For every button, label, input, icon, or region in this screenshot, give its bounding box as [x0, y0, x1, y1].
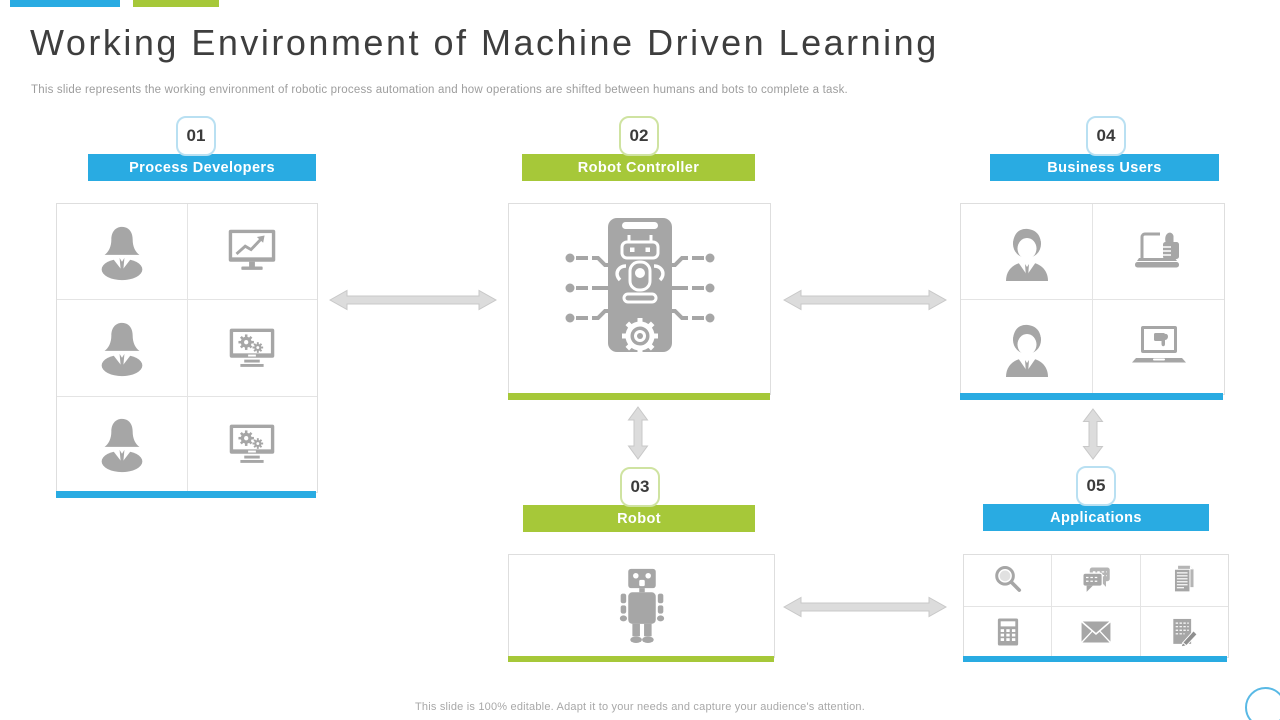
mail-envelope-icon — [1075, 611, 1117, 653]
notes-edit-icon — [1165, 613, 1203, 651]
corner-circle-decoration — [1245, 687, 1280, 720]
monitor-trend-chart-icon — [221, 221, 283, 283]
robot-underline — [508, 656, 774, 662]
grid-cell — [1140, 606, 1228, 657]
badge-02: 02 — [619, 116, 659, 156]
grid-cell — [964, 555, 1052, 606]
label-applications-text: Applications — [1050, 509, 1142, 526]
grid-cell — [57, 396, 187, 492]
label-applications: Applications — [983, 504, 1209, 531]
badge-05-number: 05 — [1086, 476, 1106, 495]
label-robot: Robot — [523, 505, 755, 532]
page-title: Working Environment of Machine Driven Le… — [30, 22, 939, 63]
grid-cell — [187, 396, 317, 492]
page-subtitle: This slide represents the working enviro… — [31, 84, 848, 96]
badge-04: 04 — [1086, 116, 1126, 156]
label-business-users-text: Business Users — [1047, 159, 1162, 176]
grid-cell — [57, 300, 187, 396]
grid-cell — [187, 204, 317, 300]
badge-05: 05 — [1076, 466, 1116, 506]
arrow-business-users-applications — [1081, 408, 1105, 460]
badge-03-number: 03 — [630, 477, 650, 496]
businesswoman-icon — [91, 221, 153, 283]
grid-cell — [1093, 299, 1224, 394]
grid-cell — [964, 606, 1052, 657]
grid-cell — [1052, 606, 1140, 657]
label-process-developers: Process Developers — [88, 154, 316, 181]
calculator-icon — [990, 614, 1026, 650]
laptop-thumbs-up-icon — [1126, 218, 1192, 284]
businesswoman-icon — [91, 317, 153, 379]
businessman-icon — [995, 315, 1059, 379]
grid-cell — [187, 300, 317, 396]
laptop-thumbs-down-icon — [1126, 314, 1192, 380]
badge-04-number: 04 — [1096, 126, 1116, 145]
arrow-robot-controller-business-users — [783, 288, 947, 312]
grid-cell — [57, 204, 187, 300]
grid-cell — [1140, 555, 1228, 606]
process-developers-underline — [56, 491, 316, 498]
label-robot-controller: Robot Controller — [522, 154, 755, 181]
monitor-gears-icon — [221, 317, 283, 379]
business-users-grid — [960, 203, 1225, 395]
robot-controller-underline — [508, 393, 770, 400]
grid-cell — [961, 299, 1092, 394]
top-accent-bar-blue — [10, 0, 120, 7]
robot-icon — [598, 562, 686, 650]
applications-underline — [963, 656, 1227, 662]
label-business-users: Business Users — [990, 154, 1219, 181]
top-accent-bar-green — [133, 0, 219, 7]
process-developers-grid — [56, 203, 318, 493]
arrow-robot-controller-robot — [626, 406, 650, 460]
businesswoman-icon — [91, 413, 153, 475]
badge-03: 03 — [620, 467, 660, 507]
label-process-developers-text: Process Developers — [129, 159, 275, 176]
search-icon — [989, 561, 1027, 599]
business-users-underline — [960, 393, 1223, 400]
arrow-robot-applications — [783, 595, 947, 619]
chat-messages-icon — [1076, 560, 1116, 600]
label-robot-text: Robot — [617, 510, 661, 527]
automation-phone-robot-icon — [528, 214, 752, 384]
robot-controller-box — [508, 203, 771, 395]
badge-01: 01 — [176, 116, 216, 156]
arrow-process-developers-robot-controller — [329, 288, 497, 312]
grid-cell — [1093, 204, 1224, 299]
footer-note: This slide is 100% editable. Adapt it to… — [415, 701, 865, 713]
documents-icon — [1165, 561, 1203, 599]
badge-02-number: 02 — [629, 126, 649, 145]
label-robot-controller-text: Robot Controller — [577, 159, 700, 176]
monitor-gears-icon — [221, 413, 283, 475]
businessman-icon — [995, 219, 1059, 283]
grid-cell — [1052, 555, 1140, 606]
applications-grid — [963, 554, 1229, 658]
robot-box — [508, 554, 775, 658]
badge-01-number: 01 — [186, 126, 206, 145]
grid-cell — [961, 204, 1092, 299]
